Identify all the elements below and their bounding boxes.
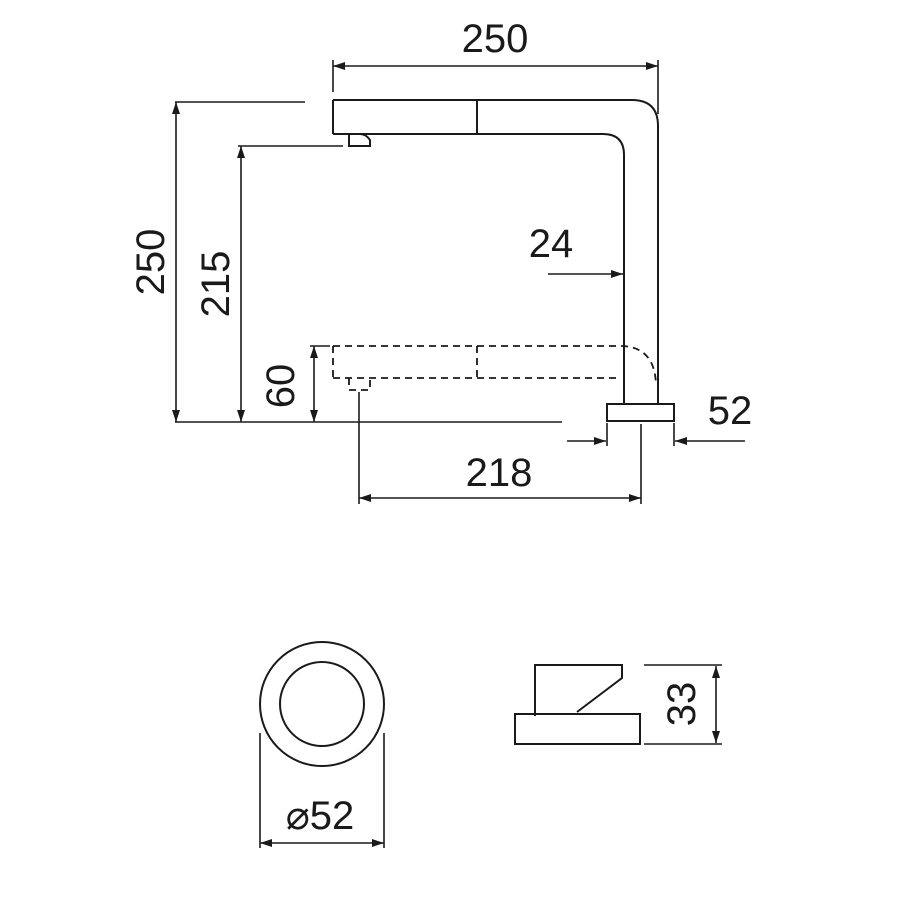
base-plate <box>606 403 675 422</box>
label-handle-height: 33 <box>660 682 704 727</box>
label-base-diameter: ⌀52 <box>286 794 355 838</box>
base-ring-inner <box>279 661 365 747</box>
label-reach: 218 <box>466 451 533 495</box>
extension-lines <box>175 60 675 504</box>
handle-lever <box>534 664 623 716</box>
label-lowered-height: 60 <box>259 364 303 409</box>
base-ring-outer <box>259 641 385 767</box>
label-overall-width: 250 <box>462 17 529 61</box>
faucet-lowered-position <box>332 345 657 391</box>
label-base-width: 52 <box>708 389 753 433</box>
label-pipe-diameter: 24 <box>529 222 574 266</box>
label-overall-height: 250 <box>129 229 173 296</box>
faucet-side-view <box>332 99 675 422</box>
handle-base <box>514 713 641 745</box>
label-spout-height: 215 <box>194 251 238 318</box>
faucet-inner-contour <box>333 133 625 404</box>
handle-side-view: 33 <box>514 664 722 745</box>
dimension-lines <box>172 62 745 502</box>
base-ring-top-view: ⌀52 <box>259 641 385 848</box>
faucet-outer-contour <box>333 99 659 404</box>
dimension-labels: 250 250 215 60 24 52 218 <box>129 17 752 495</box>
aerator-nozzle <box>348 133 371 147</box>
